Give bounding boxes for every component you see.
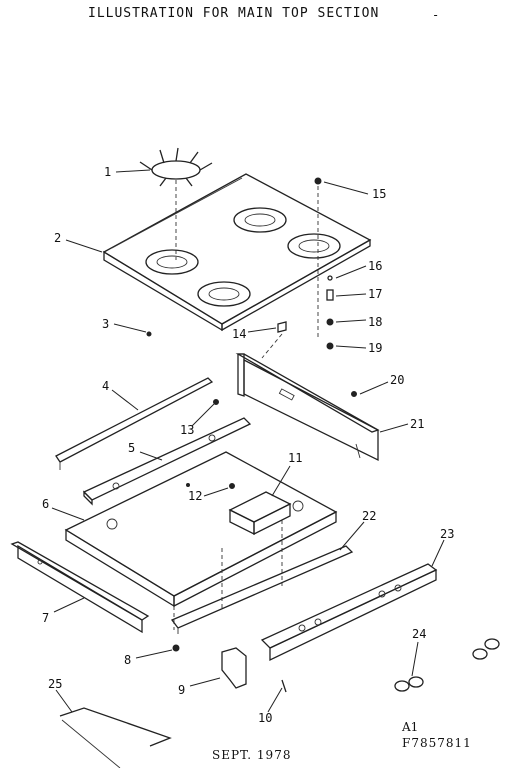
callout-18: 18	[368, 315, 383, 329]
part-grate	[139, 147, 213, 260]
part-knobs	[394, 638, 500, 692]
callout-11: 11	[288, 451, 303, 465]
callout-leaders	[51, 169, 445, 713]
callout-6: 6	[42, 497, 50, 511]
part-front-strip	[10, 541, 150, 634]
part-lower-pan	[170, 520, 354, 634]
part-cooktop	[102, 173, 372, 332]
part-burner-box	[64, 451, 338, 608]
callout-20: 20	[390, 373, 405, 387]
callout-14: 14	[232, 327, 247, 341]
callout-13: 13	[180, 423, 195, 437]
diagram-code-line-1: A1	[402, 720, 419, 734]
callout-21: 21	[410, 417, 425, 431]
callout-15: 15	[372, 187, 387, 201]
callout-23: 23	[440, 527, 455, 541]
callout-9: 9	[178, 683, 186, 697]
part-rear-bracket	[235, 353, 380, 462]
callout-25: 25	[48, 677, 63, 691]
diagram-date: SEPT. 1978	[212, 748, 292, 762]
callout-17: 17	[368, 287, 383, 301]
callout-22: 22	[362, 509, 377, 523]
callout-1: 1	[104, 165, 112, 179]
diagram-title: ILLUSTRATION FOR MAIN TOP SECTION	[88, 6, 380, 21]
callout-8: 8	[124, 653, 132, 667]
part-small-hardware	[146, 177, 357, 489]
part-center-bracket	[228, 491, 292, 536]
callout-2: 2	[54, 231, 62, 245]
callout-12: 12	[188, 489, 203, 503]
callout-7: 7	[42, 611, 50, 625]
title-mark: -	[432, 8, 440, 22]
part-clip	[261, 321, 287, 359]
part-side-strip	[55, 377, 214, 470]
callout-10: 10	[258, 711, 273, 725]
diagram-code-line-2: F7857811	[402, 736, 472, 750]
part-control-bracket	[260, 563, 438, 662]
callout-5: 5	[128, 441, 136, 455]
callout-4: 4	[102, 379, 110, 393]
callout-19: 19	[368, 341, 383, 355]
callout-16: 16	[368, 259, 383, 273]
callout-3: 3	[102, 317, 110, 331]
part-burner-bar	[82, 417, 252, 506]
callout-24: 24	[412, 627, 427, 641]
